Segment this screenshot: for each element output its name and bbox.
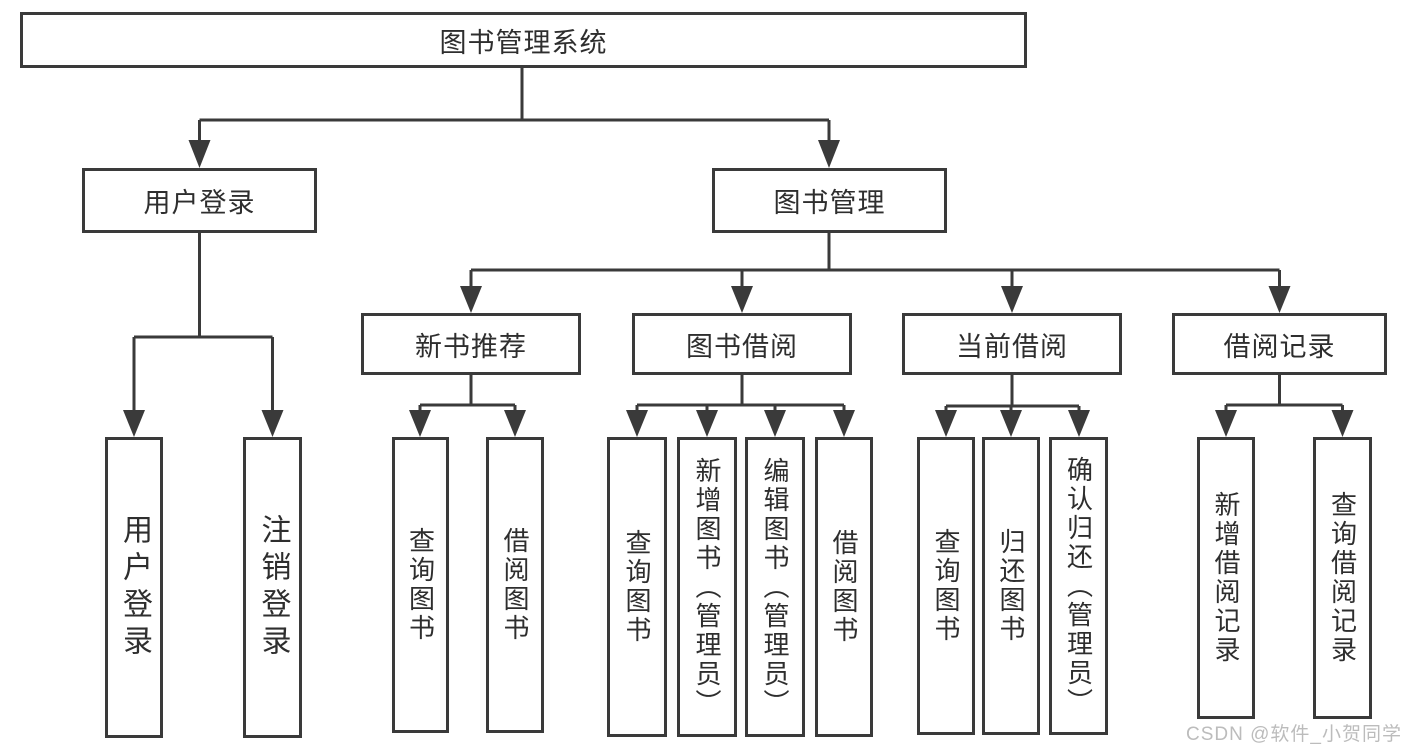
node-label: 新书推荐 (415, 331, 527, 362)
node-borrow-records: 借阅记录 (1172, 313, 1387, 375)
node-label: 图书管理 (773, 188, 886, 218)
leaf-borrow-borrow-book: 借阅图书 (815, 437, 873, 737)
leaf-current-query-book: 查询图书 (917, 437, 975, 735)
node-book-management: 图书管理 (712, 168, 947, 233)
leaf-borrow-edit-book-admin: 编辑图书（管理员） (745, 437, 805, 737)
node-label: 归还图书 (996, 528, 1026, 644)
node-label: 查询图书 (405, 527, 436, 643)
node-label: 查询图书 (931, 528, 961, 644)
node-label: 图书管理系统 (439, 27, 608, 58)
node-label: 新增图书（管理员） (692, 456, 722, 718)
node-label: 确认归还（管理员） (1063, 455, 1094, 717)
node-label: 借阅记录 (1223, 331, 1336, 362)
leaf-recommend-query-book: 查询图书 (392, 437, 449, 733)
node-label: 用户登录 (143, 188, 256, 218)
node-label: 图书借阅 (686, 331, 798, 362)
node-label: 借阅图书 (500, 527, 530, 643)
node-user-login: 用户登录 (82, 168, 317, 233)
node-label: 借阅图书 (829, 529, 859, 645)
node-label: 用户登录 (118, 513, 151, 662)
node-label: 注销登录 (256, 513, 290, 662)
node-book-borrow: 图书借阅 (632, 313, 852, 375)
leaf-logout-login: 注销登录 (243, 437, 302, 738)
csdn-watermark: CSDN @软件_小贺同学 (1186, 724, 1402, 745)
leaf-user-login: 用户登录 (105, 437, 163, 738)
leaf-recommend-borrow-book: 借阅图书 (486, 437, 544, 733)
node-label: 编辑图书（管理员） (760, 456, 790, 718)
node-label: 新增借阅记录 (1211, 491, 1241, 665)
node-new-book-recommend: 新书推荐 (361, 313, 581, 375)
leaf-current-confirm-return-admin: 确认归还（管理员） (1049, 437, 1108, 735)
leaf-current-return-book: 归还图书 (982, 437, 1040, 735)
leaf-borrow-query-book: 查询图书 (607, 437, 667, 737)
leaf-records-add-record: 新增借阅记录 (1197, 437, 1255, 719)
node-library-management-system: 图书管理系统 (20, 12, 1027, 68)
leaf-borrow-add-book-admin: 新增图书（管理员） (677, 437, 737, 737)
node-label: 查询图书 (622, 529, 652, 645)
leaf-records-query-record: 查询借阅记录 (1313, 437, 1372, 719)
node-label: 查询借阅记录 (1327, 491, 1358, 665)
node-current-borrow: 当前借阅 (902, 313, 1122, 375)
node-label: 当前借阅 (956, 331, 1068, 362)
